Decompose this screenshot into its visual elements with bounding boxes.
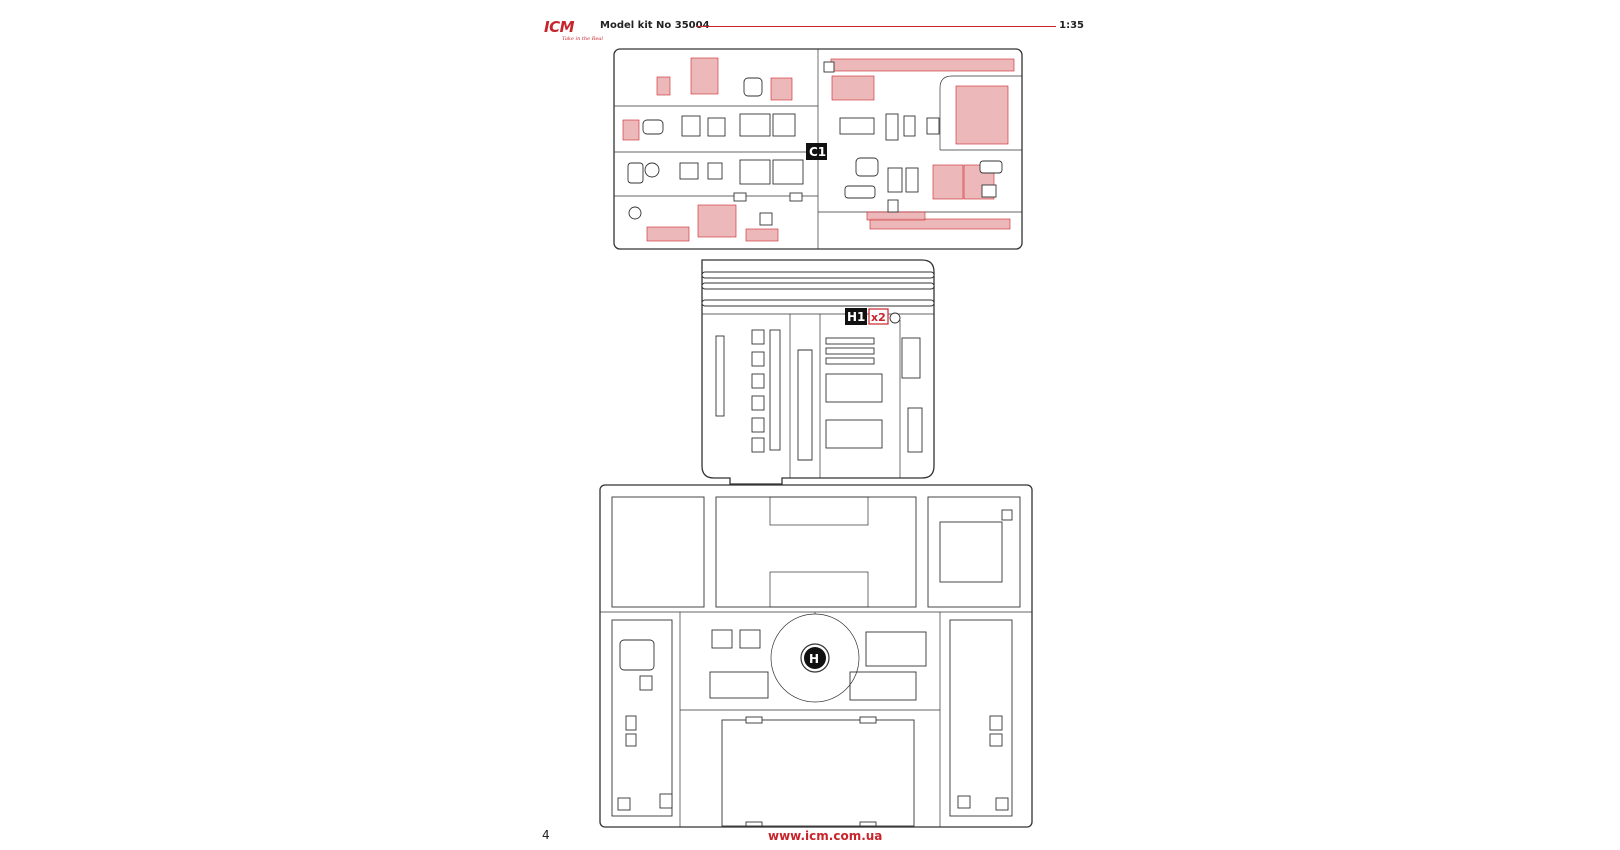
c1-label: C1 (809, 145, 826, 159)
icm-logo: ICM Take in the Real (536, 18, 603, 44)
sprue-h1: H1 x2 (701, 259, 935, 485)
website-link[interactable]: www.icm.com.ua (768, 829, 883, 843)
page-header: ICM Take in the Real Model kit No 35004 … (536, 14, 1084, 42)
h1-multiplier: x2 (871, 311, 886, 324)
h-label: H (809, 652, 819, 666)
scale-label: 1:35 (1059, 20, 1084, 31)
logo-brand: ICM (544, 18, 575, 36)
logo-tagline: Take in the Real (562, 36, 603, 42)
page-number: 4 (542, 828, 550, 842)
sprue-c1: C1 (613, 48, 1023, 250)
h1-label: H1 (847, 310, 865, 324)
header-rule (696, 26, 1056, 27)
sprue-h: H (599, 484, 1033, 828)
model-kit-number: Model kit No 35004 (600, 20, 710, 31)
